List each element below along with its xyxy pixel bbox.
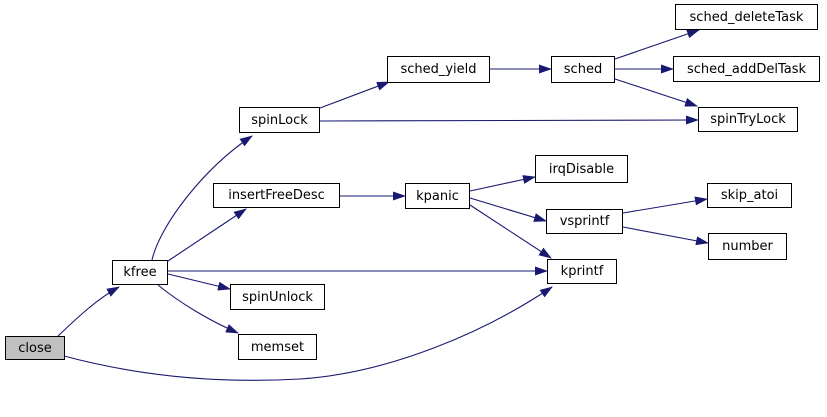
node-spinUnlock[interactable]: spinUnlock [230, 284, 325, 310]
node-kpanic[interactable]: kpanic [405, 183, 470, 209]
node-sched_addDelTask[interactable]: sched_addDelTask [673, 56, 820, 82]
edge-close-to-kprintf [63, 286, 553, 381]
node-kfree[interactable]: kfree [112, 260, 168, 285]
edge-kfree-to-spinUnlock [167, 273, 231, 291]
edge-vsprintf-to-skip_atoi [622, 196, 708, 214]
edge-kpanic-to-kprintf [469, 204, 552, 259]
edge-spinLock-to-sched_yield [319, 81, 390, 109]
edge-spinLock-to-spinTryLock [319, 115, 699, 125]
edge-vsprintf-to-number [622, 226, 709, 246]
node-spinLock[interactable]: spinLock [239, 107, 320, 133]
node-vsprintf[interactable]: vsprintf [546, 209, 623, 234]
edge-sched-to-spinTryLock [614, 78, 698, 107]
edge-kpanic-to-irqDisable [469, 175, 536, 192]
node-insertFreeDesc[interactable]: insertFreeDesc [213, 183, 340, 208]
node-kprintf[interactable]: kprintf [547, 259, 617, 284]
edge-kfree-to-spinLock [151, 135, 253, 261]
node-close: close [5, 336, 65, 360]
node-sched_deleteTask[interactable]: sched_deleteTask [675, 4, 818, 30]
edge-kfree-to-memset [157, 284, 239, 334]
node-number[interactable]: number [708, 233, 787, 260]
node-sched_yield[interactable]: sched_yield [387, 56, 490, 83]
edge-sched-to-sched_deleteTask [614, 29, 700, 60]
node-irqDisable[interactable]: irqDisable [535, 155, 628, 183]
edge-close-to-kfree [57, 286, 120, 337]
node-memset[interactable]: memset [238, 334, 317, 360]
node-sched[interactable]: sched [551, 56, 615, 83]
edge-kpanic-to-vsprintf [469, 197, 547, 222]
node-skip_atoi[interactable]: skip_atoi [707, 183, 792, 208]
edge-kfree-to-insertFreeDesc [167, 208, 247, 262]
node-spinTryLock[interactable]: spinTryLock [698, 107, 798, 132]
